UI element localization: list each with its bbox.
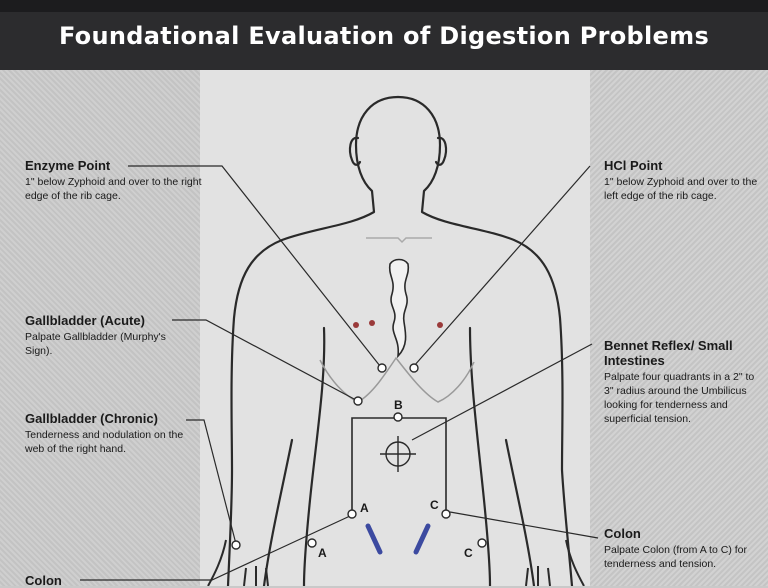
point-c-lower-label: C [464, 546, 473, 560]
gallbladder-chronic-marker [231, 540, 241, 550]
colon-right-description: Palpate Colon (from A to C) for tenderne… [604, 544, 747, 570]
nipple-middle [369, 320, 375, 326]
leader-enzyme [128, 165, 381, 367]
torso-left-side [302, 326, 326, 586]
gallbladder-chronic-label: Gallbladder (Chronic) Tenderness and nod… [25, 411, 197, 456]
page-title: Foundational Evaluation of Digestion Pro… [58, 22, 710, 50]
leader-bennet [411, 343, 593, 441]
background-texture-right [590, 70, 768, 586]
leader-colon-right [449, 511, 599, 539]
bennet-reflex-description: Palpate four quadrants in a 2" to 3" rad… [604, 371, 755, 425]
colon-right-heading: Colon [604, 526, 641, 541]
rib-cage-edge [319, 356, 475, 403]
colon-marker-left [365, 523, 383, 555]
colon-left-label: Colon [25, 573, 105, 588]
background-texture-left [0, 70, 200, 586]
point-a-marker [347, 509, 357, 519]
gallbladder-chronic-description: Tenderness and nodulation on the web of … [25, 429, 184, 455]
collarbone [366, 237, 432, 244]
abdomen-outline [351, 417, 447, 510]
title-bar: Foundational Evaluation of Digestion Pro… [0, 0, 768, 70]
hand-left [207, 539, 269, 586]
ear-left [348, 136, 362, 166]
gallbladder-acute-heading: Gallbladder (Acute) [25, 313, 145, 328]
leader-gall-chronic [186, 419, 237, 545]
arm-inner-left [262, 438, 294, 586]
sternum [388, 258, 410, 359]
leader-gall-acute [172, 319, 357, 401]
point-c-label: C [430, 498, 439, 512]
nipple-left [353, 322, 359, 328]
gallbladder-acute-description: Palpate Gallbladder (Murphy's Sign). [25, 331, 166, 357]
point-c-marker [441, 509, 451, 519]
bennet-reflex-label: Bennet Reflex/ Small Intestines Palpate … [604, 338, 760, 426]
bennet-reflex-heading: Bennet Reflex/ Small Intestines [604, 338, 733, 368]
head-outline [226, 95, 400, 586]
colon-lower-c-marker [477, 538, 487, 548]
gallbladder-acute-label: Gallbladder (Acute) Palpate Gallbladder … [25, 313, 195, 358]
enzyme-point-description: 1" below Zyphoid and over to the right e… [25, 176, 202, 202]
enzyme-point-heading: Enzyme Point [25, 158, 111, 173]
head-outline-right [396, 95, 574, 586]
point-b-label: B [394, 398, 403, 412]
ear-right [434, 136, 448, 166]
colon-marker-right [413, 523, 431, 555]
umbilicus-target [380, 436, 416, 472]
arm-inner-right [504, 438, 536, 586]
gallbladder-chronic-heading: Gallbladder (Chronic) [25, 411, 158, 426]
title-bar-stripe [0, 0, 768, 12]
gallbladder-acute-marker [353, 396, 363, 406]
torso-right-side [468, 326, 492, 586]
leader-hci [413, 165, 591, 367]
hand-right [525, 539, 585, 586]
hci-point-heading: HCl Point [604, 158, 663, 173]
leader-colon-left [80, 515, 351, 581]
colon-lower-a-marker [307, 538, 317, 548]
hci-point-label: HCl Point 1" below Zyphoid and over to t… [604, 158, 764, 203]
enzyme-point-label: Enzyme Point 1" below Zyphoid and over t… [25, 158, 205, 203]
colon-left-heading: Colon [25, 573, 62, 588]
hci-point-marker [409, 363, 419, 373]
enzyme-point-marker [377, 363, 387, 373]
colon-right-label: Colon Palpate Colon (from A to C) for te… [604, 526, 764, 571]
nipple-right [437, 322, 443, 328]
point-a-label: A [360, 501, 369, 515]
hci-point-description: 1" below Zyphoid and over to the left ed… [604, 176, 758, 202]
point-b-marker [393, 412, 403, 422]
point-a-lower-label: A [318, 546, 327, 560]
